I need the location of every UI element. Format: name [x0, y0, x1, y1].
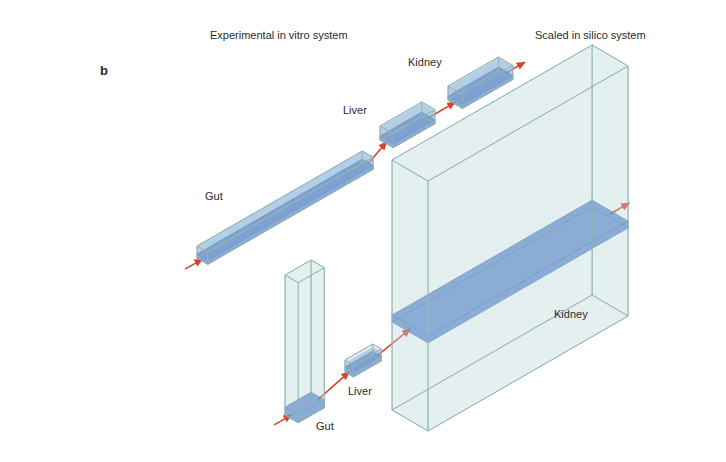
section-title: Scaled in silico system	[535, 29, 646, 42]
panel-letter: b	[100, 63, 108, 79]
section-title: Experimental in vitro system	[210, 29, 348, 42]
organ-label: Gut	[205, 190, 223, 203]
compartment-box: Liver	[343, 342, 383, 379]
organ-label: Kidney	[554, 308, 588, 321]
organ-label: Kidney	[408, 56, 442, 69]
prism-outline	[195, 149, 375, 266]
prism-outline	[283, 258, 326, 425]
prism-outline	[390, 43, 630, 433]
organ-label: Liver	[348, 385, 372, 398]
organ-label: Liver	[343, 104, 367, 117]
flow-arrow	[185, 259, 202, 269]
organ-label: Gut	[316, 420, 334, 433]
compartment-box: Gut	[283, 258, 326, 425]
compartment-box: Kidney	[390, 43, 630, 433]
compartment-box: Gut	[195, 149, 375, 266]
prism-outline	[343, 342, 383, 379]
